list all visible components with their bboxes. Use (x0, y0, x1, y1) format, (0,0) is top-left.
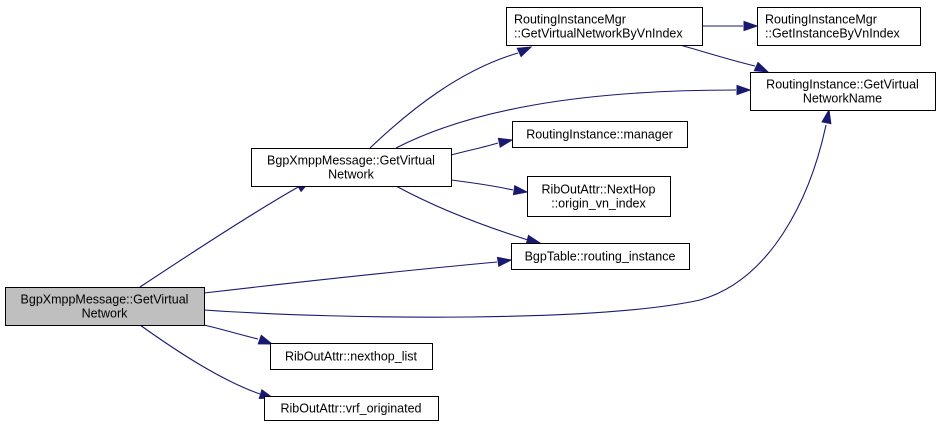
node-box[interactable] (251, 148, 452, 187)
edge-line (395, 89, 737, 149)
node-bgptable-ri[interactable]: BgpTable::routing_instance (511, 243, 690, 270)
edge-line (679, 44, 756, 67)
node-box[interactable] (506, 7, 703, 46)
node-box[interactable] (511, 243, 690, 270)
arrowhead-icon (736, 84, 752, 96)
edge-rimgr_byvn-to-ri_vnname (679, 44, 770, 73)
node-box[interactable] (264, 396, 439, 421)
edge-root-to-nexthop_list (203, 324, 274, 345)
edge-line (203, 124, 827, 318)
node-label-line: ::GetVirtualNetworkByVnIndex (514, 27, 683, 41)
node-label-line: ::GetInstanceByVnIndex (765, 27, 901, 41)
node-label-line: RoutingInstanceMgr (765, 13, 877, 27)
edge-getvn-to-bgptable_ri (395, 185, 542, 245)
node-label-line: RibOutAttr::vrf_originated (280, 402, 421, 416)
node-getvn[interactable]: BgpXmppMessage::GetVirtualNetwork (251, 148, 452, 187)
arrowhead-icon (496, 256, 513, 268)
arrowhead-icon (743, 20, 759, 32)
edge-root-to-bgptable_ri (203, 256, 513, 294)
edge-line (203, 324, 259, 340)
node-nexthop-vn[interactable]: RibOutAttr::NextHop::origin_vn_index (527, 176, 671, 217)
edge-getvn-to-nexthop_vn (450, 179, 529, 196)
node-vrf-orig[interactable]: RibOutAttr::vrf_originated (264, 396, 439, 421)
node-label-line: RibOutAttr::NextHop (542, 183, 656, 197)
node-box[interactable] (5, 287, 205, 326)
node-label-line: BgpXmppMessage::GetVirtual (21, 293, 189, 307)
node-label-line: RoutingInstanceMgr (514, 13, 626, 27)
node-box[interactable] (757, 7, 921, 46)
edge-root-to-vrf_orig (139, 324, 275, 400)
node-box[interactable] (512, 121, 688, 148)
arrowhead-icon (497, 137, 514, 148)
arrowhead-icon (821, 108, 832, 125)
node-label-line: RoutingInstance::manager (526, 128, 673, 142)
edges-layer (139, 20, 832, 400)
node-label-line: Network (82, 307, 129, 321)
node-root[interactable]: BgpXmppMessage::GetVirtualNetwork (5, 287, 205, 326)
edge-root-to-ri_vnname (203, 108, 832, 318)
edge-line (369, 52, 519, 149)
arrowhead-icon (512, 184, 529, 196)
edge-line (139, 185, 301, 288)
node-box[interactable] (527, 176, 671, 217)
edge-root-to-getvn (139, 180, 312, 288)
node-label-line: Network (328, 168, 375, 182)
node-nexthop-list[interactable]: RibOutAttr::nexthop_list (270, 343, 433, 370)
node-label-line: ::origin_vn_index (551, 197, 646, 211)
node-label-line: BgpXmppMessage::GetVirtual (267, 154, 435, 168)
edge-getvn-to-rimgr_byvn (369, 46, 533, 149)
arrowhead-icon (257, 334, 274, 345)
node-label-line: BgpTable::routing_instance (525, 250, 676, 264)
node-label-line: NetworkName (803, 92, 882, 106)
node-rimgr-byvn[interactable]: RoutingInstanceMgr::GetVirtualNetworkByV… (506, 7, 703, 46)
node-rimgr-inst[interactable]: RoutingInstanceMgr::GetInstanceByVnIndex (757, 7, 921, 46)
edge-getvn-to-ri_manager (450, 137, 514, 156)
nodes-layer: BgpXmppMessage::GetVirtualNetworkBgpXmpp… (5, 7, 936, 421)
arrowhead-icon (525, 234, 542, 245)
edge-line (395, 185, 529, 241)
arrowhead-icon (516, 46, 533, 58)
node-box[interactable] (750, 72, 936, 111)
edge-line (450, 142, 499, 156)
edge-line (139, 324, 261, 395)
node-label-line: RibOutAttr::nexthop_list (285, 350, 418, 364)
edge-rimgr_byvn-to-rimgr_inst (702, 20, 759, 32)
node-box[interactable] (270, 343, 433, 370)
arrowhead-icon (753, 61, 770, 73)
edge-getvn-to-ri_vnname (395, 84, 752, 149)
edge-line (450, 179, 514, 191)
edge-line (203, 261, 498, 294)
node-label-line: RoutingInstance::GetVirtual (766, 78, 919, 92)
node-ri-manager[interactable]: RoutingInstance::manager (512, 121, 688, 148)
